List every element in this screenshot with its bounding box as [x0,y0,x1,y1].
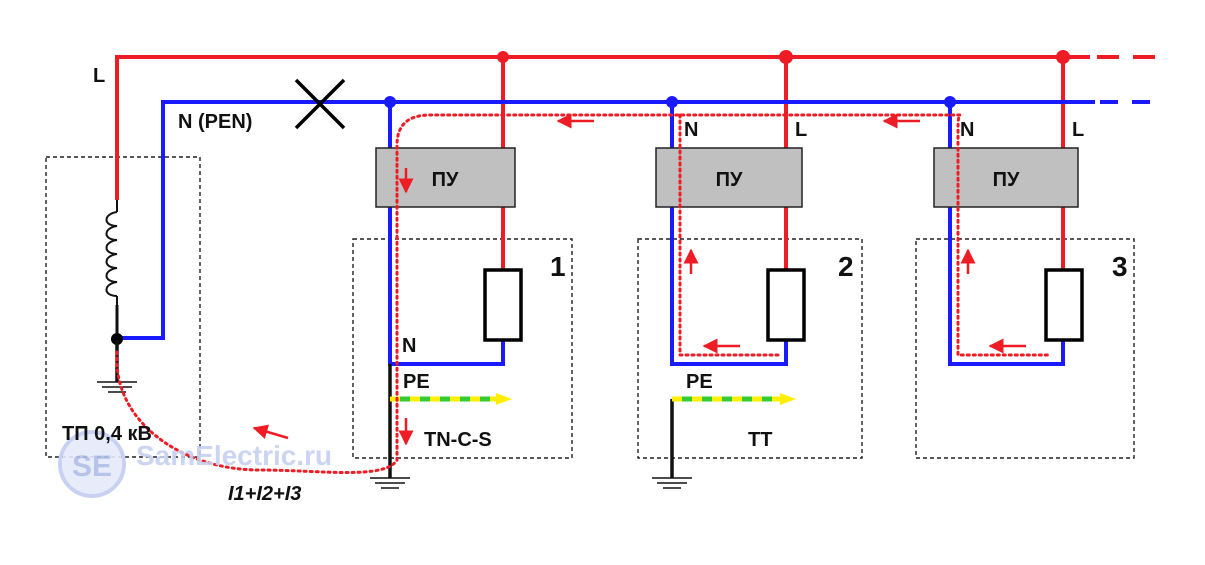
consumer-1-n-label: N [402,335,416,357]
transformer-star-point [111,333,123,345]
watermark-text: SamElectric.ru [136,440,332,471]
consumer-2-number: 2 [838,251,854,282]
phase-junction-1 [497,51,509,63]
consumer-3-number: 3 [1112,251,1128,282]
meter-1 [375,147,516,208]
arrow-icon [252,424,289,440]
break-cross-icon [294,78,346,130]
substation-label: ТП 0,4 кВ [62,423,152,445]
ground-icon [652,477,692,489]
consumer-3-frame [915,238,1135,459]
meter-2-l-label: L [795,119,807,141]
watermark: SE SamElectric.ru [58,430,332,498]
phase-junction-3 [1056,50,1070,64]
neutral-junction-1 [384,96,396,108]
consumer-1-pe-label: PE [403,371,430,393]
consumer-2-frame [637,238,863,459]
phase-junction-2 [779,50,793,64]
transformer-coil-icon [105,200,118,305]
meter-2-n-label: N [684,119,698,141]
resistor-icon [766,268,806,342]
meter-3-n-label: N [960,119,974,141]
substation-frame [45,156,201,458]
fault-current-path [115,113,1052,474]
consumer-1-number: 1 [550,251,566,282]
meter-3-label: ПУ [993,169,1020,191]
watermark-logo-icon [58,430,126,498]
consumer-1-neutral [388,205,505,366]
phase-label: L [93,65,105,87]
meter-3-l-label: L [1072,119,1084,141]
consumer-3-neutral [948,205,1065,366]
consumer-1-frame [352,238,573,459]
consumer-2-pe-conductor [672,393,796,405]
total-current-label: I1+I2+I3 [228,483,301,505]
resistor-icon [483,268,523,342]
consumer-2-system-label: TT [748,429,772,451]
resistor-icon [1044,268,1084,342]
ground-icon [370,477,410,489]
consumer-2-neutral [670,205,788,366]
fault-current-loop-2 [678,113,782,357]
consumer-2-pe-label: PE [686,371,713,393]
phase-main-line [115,55,1090,200]
neutral-label: N (PEN) [178,111,252,133]
watermark-logo-text: SE [72,450,112,483]
neutral-junction-3 [944,96,956,108]
neutral-junction-2 [666,96,678,108]
consumer-1-system-label: TN-C-S [424,429,492,451]
meter-2-label: ПУ [716,169,743,191]
neutral-main-line [117,100,1095,340]
consumer-1-pe-conductor [390,393,512,405]
meter-1-label: ПУ [432,169,459,191]
ground-icon [97,381,137,393]
